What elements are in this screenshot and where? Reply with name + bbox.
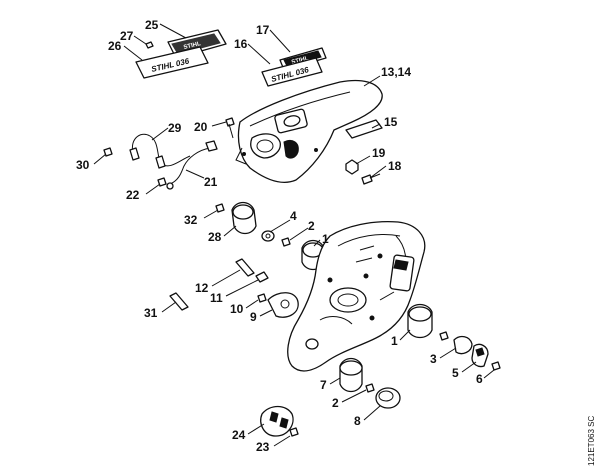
plug-3	[453, 335, 473, 355]
callout-11: 11	[210, 291, 223, 305]
av-buffer-28	[231, 201, 257, 235]
callout-2-upper: 2	[308, 219, 315, 233]
callout-26: 26	[108, 39, 122, 53]
handle-housing	[287, 220, 426, 372]
callout-30: 30	[76, 158, 90, 172]
callout-16: 16	[234, 37, 248, 51]
callout-1-upper: 1	[322, 232, 329, 246]
ignition-cable-29	[129, 133, 191, 169]
callout-23: 23	[256, 440, 270, 454]
callout-27: 27	[120, 29, 134, 43]
small-decal-top-text: STIHL	[291, 56, 310, 66]
callout-15: 15	[384, 115, 398, 129]
screw-2-bottom	[365, 383, 375, 393]
screw-23	[289, 427, 299, 437]
washer-11	[255, 271, 269, 283]
callout-4: 4	[290, 209, 297, 223]
callout-12: 12	[195, 281, 209, 295]
callout-9: 9	[250, 310, 257, 324]
callout-31: 31	[144, 306, 158, 320]
av-buffer-7	[339, 357, 363, 393]
plate-24	[260, 405, 294, 437]
stud-31	[169, 292, 189, 311]
callout-3: 3	[430, 352, 437, 366]
bracket-9	[267, 292, 299, 318]
ground-cable-21	[166, 140, 218, 190]
callout-10: 10	[230, 302, 244, 316]
small-decal-16-17: STIHL STIHL 036	[261, 47, 327, 87]
callout-28: 28	[208, 230, 222, 244]
callout-7: 7	[320, 378, 327, 392]
callout-labels: 25 27 26 17 16 13,14 29 20 15 30 19 18 2…	[76, 18, 483, 454]
shroud-13-14	[235, 79, 383, 183]
callout-24: 24	[232, 428, 246, 442]
gasket-15	[345, 119, 383, 139]
callout-8: 8	[354, 414, 361, 428]
callout-21: 21	[204, 175, 218, 189]
screw-12	[235, 258, 255, 277]
screw-18	[361, 173, 381, 185]
large-decal-25-26: STIHL STIHL 036	[135, 29, 227, 79]
screw-10	[257, 293, 267, 303]
screw-2-right	[439, 331, 449, 341]
screw-2-upper	[281, 237, 291, 247]
washer-4	[261, 230, 275, 242]
callout-20: 20	[194, 120, 208, 134]
callout-19: 19	[372, 146, 386, 160]
leader-lines	[93, 23, 495, 447]
callout-13-14: 13,14	[381, 65, 411, 79]
callout-2-bottom: 2	[332, 396, 339, 410]
clip-5	[471, 343, 489, 368]
callout-22: 22	[126, 188, 140, 202]
callout-6: 6	[476, 372, 483, 386]
av-buffer-1-lower	[407, 303, 433, 339]
nut-19	[345, 159, 359, 175]
callout-1-lower: 1	[391, 334, 398, 348]
callout-25: 25	[145, 18, 159, 32]
callout-29: 29	[168, 121, 182, 135]
drawing-code: 121ET063 SC	[587, 416, 596, 466]
callout-17: 17	[256, 23, 270, 37]
callout-5: 5	[452, 366, 459, 380]
callout-32: 32	[184, 213, 198, 227]
screw-20	[225, 117, 235, 139]
screw-6	[491, 361, 501, 371]
callout-18: 18	[388, 159, 402, 173]
cap-8	[375, 387, 401, 409]
small-screw-27	[145, 41, 154, 49]
large-decal-top-text: STIHL	[183, 41, 202, 51]
